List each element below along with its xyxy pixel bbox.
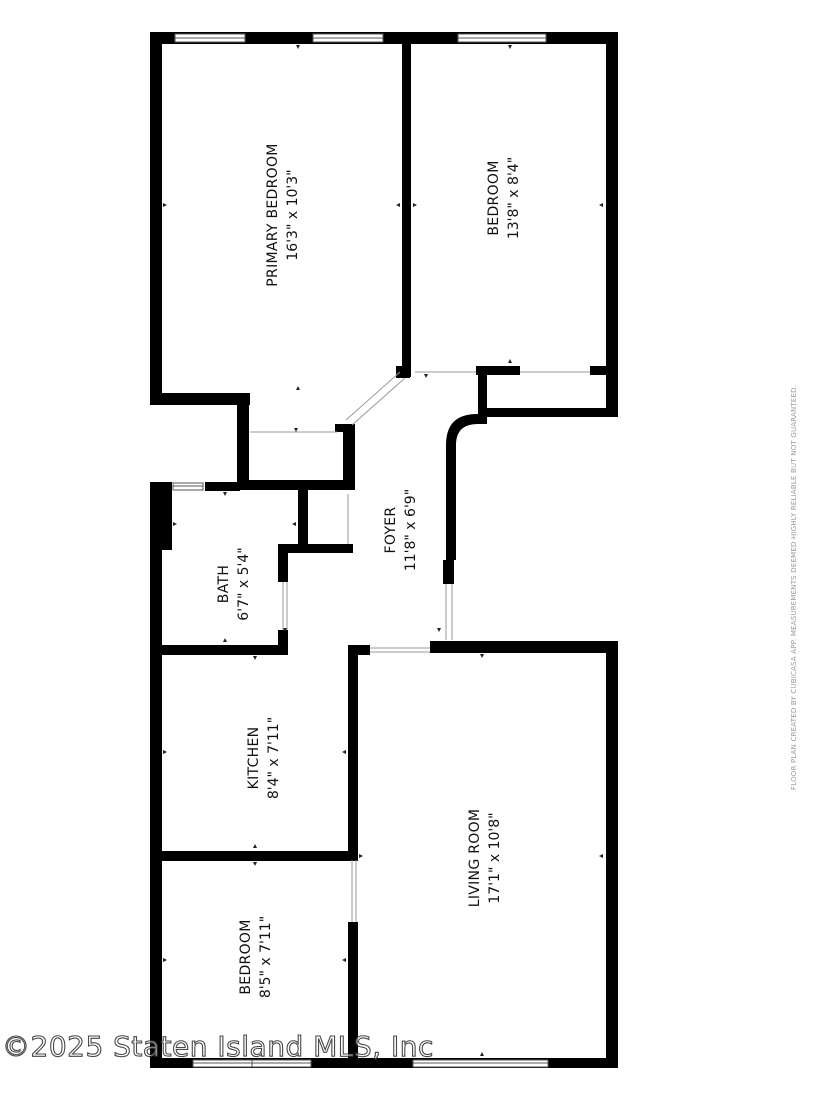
wall-closet-right bbox=[343, 424, 355, 490]
wall-step-vertical bbox=[237, 393, 249, 485]
dimension-ticks bbox=[163, 45, 603, 1056]
wall-closet2-left bbox=[478, 366, 487, 416]
walls bbox=[150, 32, 618, 1068]
room-dimensions: 8'4" x 7'11" bbox=[266, 717, 282, 799]
wall-bath-right-lower bbox=[278, 630, 288, 654]
wall-living-top-right bbox=[430, 641, 618, 653]
wall-bath-closet-left bbox=[298, 490, 308, 552]
room-name: BEDROOM bbox=[238, 919, 254, 994]
wall-closet-top-stub bbox=[335, 424, 355, 432]
disclaimer-text: FLOOR PLAN CREATED BY CUBICASA APP. MEAS… bbox=[790, 384, 798, 790]
room-dimensions: 8'5" x 7'11" bbox=[258, 916, 274, 998]
room-kitchen: KITCHEN 8'4" x 7'11" bbox=[246, 717, 282, 799]
room-name: PRIMARY BEDROOM bbox=[265, 143, 281, 286]
room-name: BEDROOM bbox=[486, 160, 502, 235]
wall-bedroom-bottom-right bbox=[590, 366, 618, 375]
room-dimensions: 13'8" x 8'4" bbox=[506, 157, 522, 239]
wall-living-top bbox=[348, 645, 370, 655]
room-bath: BATH 6'7" x 5'4" bbox=[216, 547, 252, 620]
door-openings bbox=[250, 371, 590, 922]
room-name: LIVING ROOM bbox=[467, 809, 483, 908]
room-name: BATH bbox=[216, 565, 232, 603]
room-living-room: LIVING ROOM 17'1" x 10'8" bbox=[467, 809, 503, 908]
wall-bedroom-bottom-mid bbox=[476, 366, 520, 375]
wall-bath-top bbox=[150, 482, 172, 491]
wall-bedroom-divider bbox=[402, 32, 411, 377]
wall-bedroom-bottom-left bbox=[396, 366, 410, 378]
wall-closet2-bottom bbox=[478, 408, 618, 417]
wall-step-horizontal bbox=[150, 393, 250, 405]
wall-left-upper bbox=[150, 32, 162, 404]
wall-right-lower bbox=[606, 641, 618, 1068]
wall-bath-bottom bbox=[150, 645, 288, 655]
room-bedroom-2: BEDROOM 8'5" x 7'11" bbox=[238, 916, 274, 998]
room-primary-bedroom: PRIMARY BEDROOM 16'3" x 10'3" bbox=[265, 143, 301, 286]
room-dimensions: 11'8" x 6'9" bbox=[403, 489, 419, 571]
room-dimensions: 16'3" x 10'3" bbox=[285, 169, 301, 260]
window-mullions bbox=[173, 37, 548, 1067]
room-dimensions: 6'7" x 5'4" bbox=[236, 547, 252, 620]
wall-bottom bbox=[150, 1058, 618, 1068]
wall-bath-closet-bottom bbox=[280, 544, 353, 553]
room-foyer: FOYER 11'8" x 6'9" bbox=[383, 489, 419, 571]
room-name: FOYER bbox=[383, 507, 399, 554]
wall-closet-bottom bbox=[237, 480, 355, 490]
door-primary-diagonal bbox=[345, 371, 401, 421]
wall-living-left bbox=[348, 645, 358, 860]
wall-right-upper bbox=[606, 32, 618, 412]
wall-foyer-curve bbox=[446, 414, 487, 640]
wall-bath-right bbox=[278, 544, 288, 582]
wall-bath-top-right bbox=[205, 482, 240, 491]
mls-watermark: ©2025 Staten Island MLS, Inc bbox=[1, 1029, 434, 1063]
wall-left-lower bbox=[150, 482, 162, 1068]
wall-kitchen-bottom bbox=[150, 851, 358, 861]
room-bedroom-1: BEDROOM 13'8" x 8'4" bbox=[486, 157, 522, 239]
wall-left-thick bbox=[150, 482, 172, 550]
room-name: KITCHEN bbox=[246, 727, 262, 790]
wall-living-left-lower bbox=[348, 922, 358, 1068]
wall-foyer-right-lower bbox=[443, 560, 454, 584]
room-dimensions: 17'1" x 10'8" bbox=[487, 812, 503, 903]
